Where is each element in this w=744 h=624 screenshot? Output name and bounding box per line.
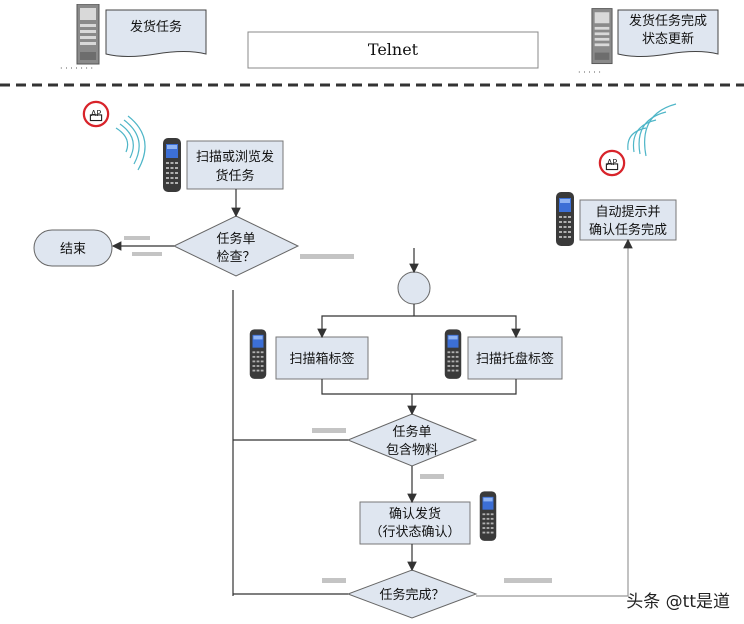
task-check-label-2: 检查？ <box>216 250 255 265</box>
scan-browse-label-2: 货任务 <box>215 168 254 184</box>
doc-left-label: 发货任务 <box>129 20 182 35</box>
edge-box-to-merge <box>321 379 412 395</box>
watermark: 头条 @tt是道 <box>626 592 730 612</box>
edge-pallet-to-merge <box>412 379 517 395</box>
scan-browse-box <box>186 140 284 190</box>
telnet-label: Telnet <box>367 40 419 59</box>
contains-label-2: 包含物料 <box>386 442 438 458</box>
scan-browse-label-1: 扫描或浏览发 <box>196 149 274 165</box>
scan-box-label: 扫描箱标签 <box>289 351 354 367</box>
connector-circle <box>397 271 431 305</box>
doc-shape-left <box>105 9 207 57</box>
end-label: 结束 <box>60 242 86 257</box>
scanner-icon <box>249 329 267 379</box>
doc-right-label-1: 发货任务完成 <box>628 14 707 29</box>
edge-done-to-auto <box>476 238 633 597</box>
confirm-ship-box <box>359 501 471 545</box>
edge-split-to-pallet <box>414 315 521 339</box>
wifi-wave-icon <box>627 103 677 157</box>
task-check-diamond <box>172 215 300 277</box>
task-check-label-1: 任务单 <box>216 231 255 247</box>
scanner-icon <box>163 138 181 192</box>
wifi-wave-icon <box>115 115 146 171</box>
scanner-icon <box>479 491 497 541</box>
ap-label: AP <box>607 158 617 167</box>
confirm-label-1: 确认发货 <box>389 506 441 522</box>
auto-label-1: 自动提示并 <box>595 204 660 220</box>
ap-label: AP <box>91 109 101 118</box>
edge-split-to-box <box>317 315 414 339</box>
contains-label-1: 任务单 <box>392 424 431 440</box>
branch-label-blurred <box>124 236 552 583</box>
doc-right-label-2: 状态更新 <box>641 32 694 47</box>
scanner-icon <box>556 192 574 246</box>
telnet-box <box>247 31 539 69</box>
confirm-label-2: （行状态确认） <box>369 525 460 540</box>
done-diamond <box>346 569 478 619</box>
scan-pallet-label: 扫描托盘标签 <box>476 351 554 367</box>
server-icon <box>591 8 613 65</box>
scanner-icon <box>444 329 462 379</box>
auto-label-2: 确认任务完成 <box>589 222 667 238</box>
server-caption-right: · · · · · <box>578 68 601 77</box>
doc-shape-right <box>617 9 719 57</box>
done-label: 任务完成？ <box>379 587 444 603</box>
scan-pallet-box <box>467 336 563 380</box>
server-caption-left: · · · · · · · <box>60 64 93 73</box>
contains-diamond <box>346 413 478 467</box>
server-icon <box>76 4 100 65</box>
auto-confirm-box <box>579 199 677 241</box>
